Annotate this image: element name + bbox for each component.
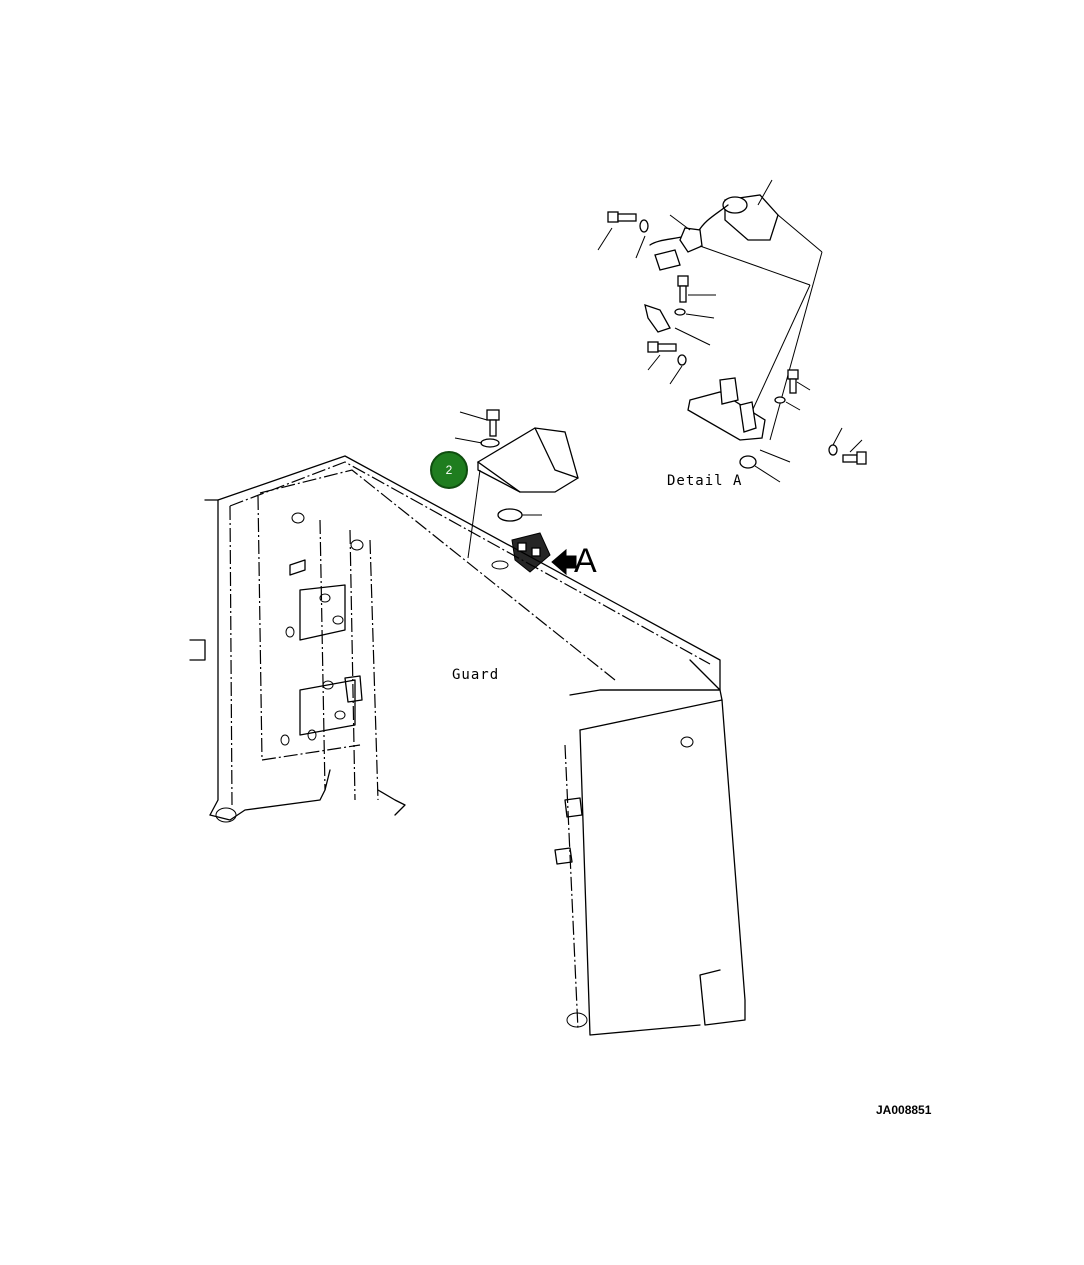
guard-label: Guard: [452, 667, 500, 683]
left-bracket-upper: [285, 559, 346, 641]
view-arrow-icon: [551, 548, 577, 576]
view-letter-label: A: [574, 542, 597, 580]
cover-plate: [476, 427, 579, 493]
detail-a: [597, 179, 867, 483]
sensor-assembly: [511, 532, 551, 573]
drawing-code: JA008851: [876, 1103, 932, 1117]
bolt-icon: [454, 409, 500, 448]
part-callout-button[interactable]: 2: [430, 451, 468, 489]
detail-a-label: Detail A: [667, 473, 743, 489]
left-bracket-lower: [280, 675, 363, 746]
guard-frame: [189, 455, 746, 1036]
